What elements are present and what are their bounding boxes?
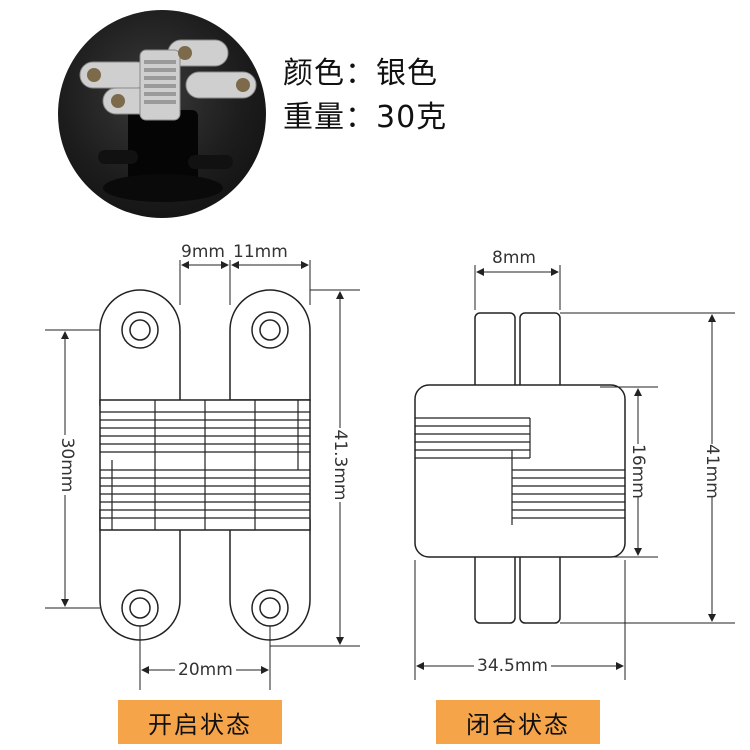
closed-state-caption: 闭合状态 (436, 700, 600, 744)
dim-open-total-height: 41.3mm (330, 428, 350, 502)
hinge-photo-illustration (79, 39, 257, 202)
product-photo (58, 10, 266, 218)
dim-open-hole-spacing: 30mm (57, 435, 77, 495)
closed-hinge-links (415, 417, 625, 525)
dim-open-width: 20mm (175, 660, 236, 680)
open-dim-lines (45, 260, 360, 690)
dim-closed-width: 34.5mm (474, 656, 551, 676)
dim-open-leaf-width: 11mm (233, 242, 288, 262)
dim-open-gap: 9mm (181, 242, 225, 262)
closed-dim-lines (414, 265, 735, 680)
color-spec: 颜色：银色 (283, 56, 438, 91)
open-hinge-links (100, 400, 310, 530)
open-state-caption: 开启状态 (118, 700, 282, 744)
weight-spec: 重量：30克 (283, 100, 448, 135)
closed-hinge-drawing (414, 312, 626, 624)
dim-closed-total-height: 41mm (702, 444, 722, 499)
dim-closed-body-height: 16mm (628, 444, 648, 499)
dim-closed-leaf-width: 8mm (492, 248, 536, 268)
open-hinge-drawing (99, 289, 311, 641)
